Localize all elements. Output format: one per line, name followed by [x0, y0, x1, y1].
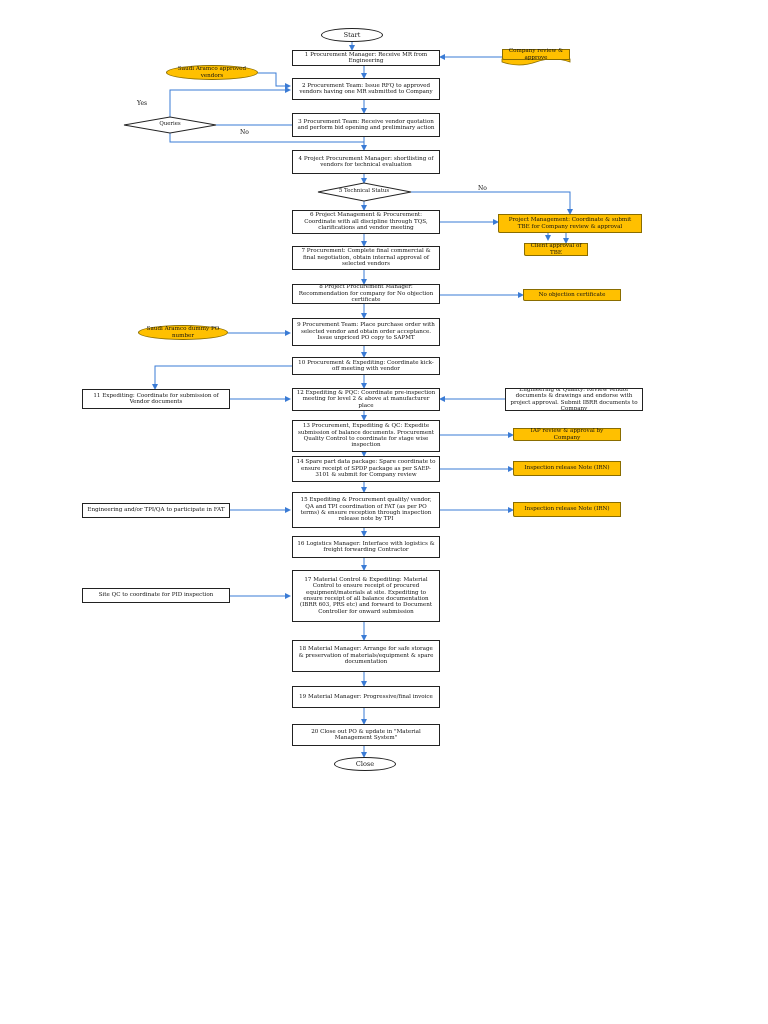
step-6-box: 6 Project Management & Procurement: Coor…	[292, 210, 440, 234]
label-no-technical: No	[478, 185, 487, 192]
arrow-technical-no	[411, 191, 573, 215]
step-17-box: 17 Material Control & Expediting: Materi…	[292, 570, 440, 622]
step-4-box: 4 Project Procurement Manager: shortlist…	[292, 150, 440, 174]
step-18-box: 18 Material Manager: Arrange for safe st…	[292, 640, 440, 672]
tbe-doc: Project Management: Coordinate & submit …	[498, 214, 642, 233]
step-7-box: 7 Procurement: Complete final commercial…	[292, 246, 440, 270]
fat-engineering-box: Engineering and/or TPI/QA to participate…	[82, 503, 230, 518]
irn-doc-2: Inspection release Note (IRN)	[513, 502, 621, 517]
decision-queries-label: Queries	[159, 121, 181, 128]
arrow-queries-yes	[169, 87, 291, 117]
decision-technical-status	[317, 182, 412, 202]
arrow-approved-vendors	[258, 72, 291, 89]
engineering-quality-box: Engineering & Quality: Review vendor doc…	[505, 388, 643, 411]
close-terminal: Close	[334, 757, 396, 771]
step-15-box: 15 Expediting & Procurement quality/ ven…	[292, 492, 440, 528]
doc-wave-company-review	[501, 58, 571, 66]
step-3-box: 3 Procurement Team: Receive vendor quota…	[292, 113, 440, 137]
step-13-box: 13 Procurement, Expediting & QC: Expedit…	[292, 420, 440, 452]
decision-technical-label: 5 Technical Status	[338, 188, 390, 195]
iap-doc: IAP review & approval by Company	[513, 428, 621, 441]
company-review-doc: Company review & approve	[502, 48, 570, 61]
step-2-box: 2 Procurement Team: Issue RFQ to approve…	[292, 78, 440, 100]
step-12-box: 12 Expediting & PQC: Coordinate pre-insp…	[292, 388, 440, 411]
step-19-box: 19 Material Manager: Progressive/final i…	[292, 686, 440, 708]
step-16-box: 16 Logistics Manager: Interface with log…	[292, 536, 440, 558]
step-20-box: 20 Close out PO & update in "Material Ma…	[292, 724, 440, 746]
start-terminal: Start	[321, 28, 383, 42]
step-14-box: 14 Spare part data package: Spare coordi…	[292, 456, 440, 482]
label-yes: Yes	[137, 100, 148, 107]
step-1-box: 1 Procurement Manager: Receive MR from E…	[292, 50, 440, 66]
step-10-box: 10 Procurement & Expediting: Coordinate …	[292, 357, 440, 375]
dummy-po-input: Saudi Aramco dummy PO number	[138, 325, 228, 340]
arrow-queries-no	[169, 133, 364, 143]
client-approval-doc: Client approval of TBE	[524, 243, 588, 256]
approved-vendors-input: Saudi Aramco approved vendors	[166, 65, 258, 80]
step-8-box: 8 Project Procurement Manager: Recommend…	[292, 284, 440, 304]
step-11-box: 11 Expediting: Coordinate for submission…	[82, 389, 230, 409]
step-9-box: 9 Procurement Team: Place purchase order…	[292, 318, 440, 346]
irn-doc-1: Inspection release Note (IRN)	[513, 461, 621, 476]
no-objection-doc: No objection certificate	[523, 289, 621, 301]
label-no-queries: No	[240, 129, 249, 136]
arrow-10-11	[152, 365, 292, 390]
decision-queries	[123, 116, 217, 134]
site-qc-box: Site QC to coordinate for PID inspection	[82, 588, 230, 603]
